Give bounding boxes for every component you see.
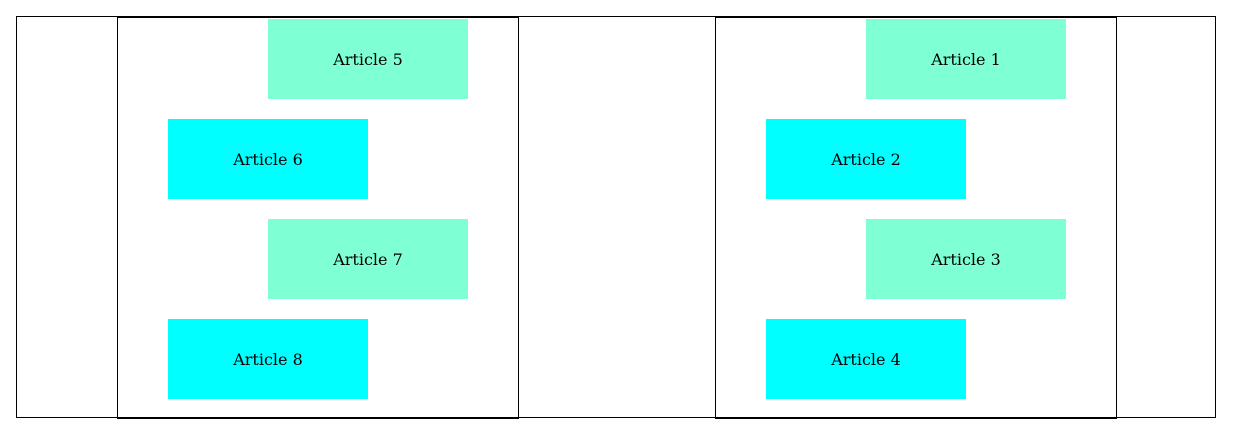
article-label: Article 8 [233,349,303,369]
article-column-left: Article 5 Article 6 Article 7 Article 8 [117,17,519,419]
article-box: Article 2 [766,119,966,199]
article-label: Article 5 [333,49,403,69]
outer-container [16,16,1216,418]
article-label: Article 3 [931,249,1001,269]
article-box: Article 3 [866,219,1066,299]
article-label: Article 4 [831,349,901,369]
article-box: Article 4 [766,319,966,399]
article-label: Article 1 [931,49,1001,69]
article-label: Article 7 [333,249,403,269]
article-label: Article 6 [233,149,303,169]
article-box: Article 5 [268,19,468,99]
article-box: Article 7 [268,219,468,299]
article-box: Article 8 [168,319,368,399]
article-box: Article 6 [168,119,368,199]
article-column-right: Article 1 Article 2 Article 3 Article 4 [715,17,1117,419]
article-label: Article 2 [831,149,901,169]
article-box: Article 1 [866,19,1066,99]
